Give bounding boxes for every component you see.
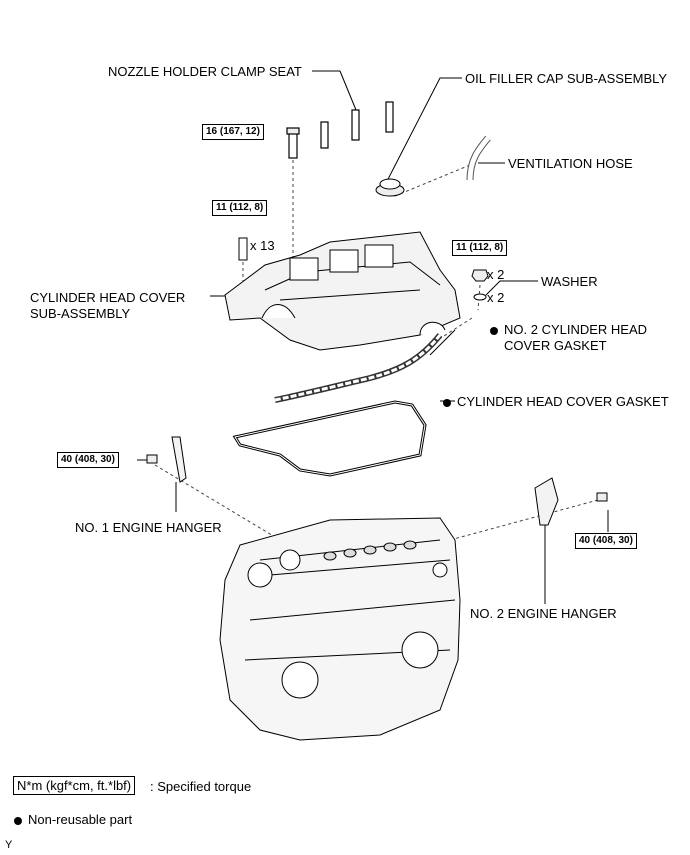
no2-gasket-label-line2: COVER GASKET — [504, 338, 607, 353]
torque-nozzle-bolt: 16 (167, 12) — [202, 124, 264, 140]
legend-nonreusable: Non-reusable part — [14, 812, 132, 827]
legend-nonreusable-text: Non-reusable part — [28, 812, 133, 827]
nonreusable-dot-icon — [490, 326, 498, 335]
nozzle-holder-clamp-seat-label: NOZZLE HOLDER CLAMP SEAT — [108, 64, 302, 79]
footer-code: Y — [5, 839, 13, 851]
legend-torque-text: : Specified torque — [150, 779, 252, 794]
nonreusable-dot-icon — [14, 816, 22, 825]
cylinder-head-cover-label: CYLINDER HEAD COVER — [30, 290, 186, 305]
cylinder-head-cover-gasket-text: CYLINDER HEAD COVER GASKET — [457, 394, 669, 409]
no1-engine-hanger-label: NO. 1 ENGINE HANGER — [75, 520, 222, 535]
cylinder-head-cover-gasket-label: CYLINDER HEAD COVER GASKET — [443, 394, 669, 409]
no2-engine-hanger-label: NO. 2 ENGINE HANGER — [470, 606, 617, 621]
nonreusable-dot-icon — [443, 398, 451, 407]
torque-cover-bolt: 11 (112, 8) — [212, 200, 268, 216]
torque-nut: 11 (112, 8) — [452, 240, 508, 256]
oil-filler-cap-label: OIL FILLER CAP SUB-ASSEMBLY — [465, 71, 668, 86]
cover-bolt-qty: x 13 — [250, 238, 275, 253]
ventilation-hose-label: VENTILATION HOSE — [508, 156, 633, 171]
no2-gasket-label-line1: NO. 2 CYLINDER HEAD — [504, 322, 648, 337]
torque-hanger2: 40 (408, 30) — [575, 533, 637, 549]
washer-label: WASHER — [541, 274, 598, 289]
torque-hanger1: 40 (408, 30) — [57, 452, 119, 468]
legend-torque-box: N*m (kgf*cm, ft.*lbf) — [13, 776, 136, 795]
nut-qty: x 2 — [487, 267, 505, 282]
cylinder-head-cover-label-line2: SUB-ASSEMBLY — [30, 306, 131, 321]
washer-qty: x 2 — [487, 290, 505, 305]
no2-gasket-label: NO. 2 CYLINDER HEAD — [490, 322, 647, 337]
